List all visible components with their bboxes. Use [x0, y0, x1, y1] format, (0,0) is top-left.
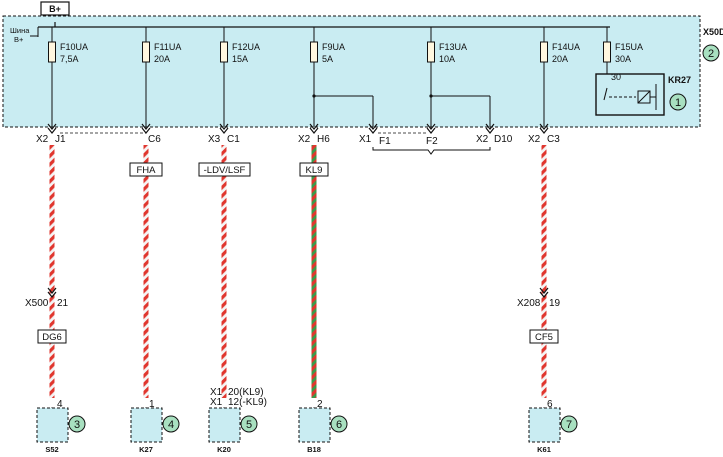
wire-c3 — [541, 145, 547, 398]
fuse-f11ua: F11UA 20A — [142, 27, 181, 127]
conn-c6-pin: C6 — [148, 134, 161, 145]
fuse-f10ua: F10UA 7,5A — [48, 27, 88, 127]
svg-text:7: 7 — [566, 419, 572, 431]
supply-label: B+ — [49, 4, 61, 14]
conn-h6-x: X2 — [298, 134, 311, 145]
conn-f1-pin: F1 — [379, 136, 391, 147]
svg-text:21: 21 — [57, 298, 69, 309]
k20-pin-1-conn: X1 — [210, 387, 223, 398]
k20-pin-2: 12(-KL9) — [228, 397, 267, 408]
component-k20: 5 K20 — [208, 407, 258, 454]
component-s52: 3 S52 — [36, 407, 86, 454]
fuse-f12ua-name: F12UA — [232, 42, 260, 52]
conn-f2-pin: F2 — [426, 136, 438, 147]
wire-h6 — [311, 145, 317, 398]
circuit-label-cf5: CF5 — [529, 329, 559, 344]
module-connector-arrows — [47, 123, 549, 134]
wire-c6 — [143, 145, 149, 398]
conn-c1-pin: C1 — [227, 134, 240, 145]
fuse-f15ua-rating: 30A — [615, 54, 631, 64]
svg-text:DG6: DG6 — [42, 332, 62, 343]
f9ua-junction — [312, 94, 316, 98]
wire-j1 — [49, 145, 55, 398]
fuse-f12ua-rating: 15A — [232, 54, 248, 64]
conn-c3-pin: C3 — [547, 134, 560, 145]
fuse-f13ua-name: F13UA — [439, 42, 467, 52]
fuse-f10ua-name: F10UA — [60, 42, 88, 52]
svg-text:K27: K27 — [139, 445, 153, 454]
relay-pin-30: 30 — [611, 72, 621, 82]
f13ua-junction — [429, 94, 433, 98]
conn-c1-x: X3 — [208, 134, 221, 145]
component-b18: 6 B18 — [298, 407, 348, 454]
svg-text:S52: S52 — [45, 445, 58, 454]
conn-d10-x: X2 — [476, 134, 489, 145]
fuse-module-box — [2, 15, 701, 128]
svg-text:19: 19 — [549, 298, 561, 309]
fuse-f15ua-name: F15UA — [615, 42, 643, 52]
s52-pin: 4 — [57, 399, 63, 410]
svg-text:KL9: KL9 — [306, 165, 323, 176]
component-k61: 7 K61 — [528, 407, 578, 454]
wire-c1 — [221, 145, 227, 398]
svg-text:-LDV/LSF: -LDV/LSF — [204, 165, 246, 176]
svg-text:K20: K20 — [217, 445, 231, 454]
fuse-f9ua-name: F9UA — [322, 42, 345, 52]
svg-text:6: 6 — [336, 419, 342, 431]
k20-pin-2-conn: X1 — [210, 397, 223, 408]
svg-text:B18: B18 — [307, 445, 321, 454]
k20-pin-1: 20(KL9) — [228, 387, 264, 398]
relay-name: KR27 — [668, 75, 691, 85]
relay-number: 1 — [675, 97, 681, 109]
fuse-f12ua: F12UA 15A — [220, 27, 260, 127]
conn-c3-x: X2 — [528, 134, 541, 145]
svg-text:K61: K61 — [537, 445, 551, 454]
circuit-label-dg6: DG6 — [37, 329, 67, 344]
svg-text:4: 4 — [168, 419, 174, 431]
module-label: X50D — [703, 27, 723, 37]
svg-text:FHA: FHA — [137, 165, 157, 176]
inline-connector-x208: X208 19 — [517, 287, 561, 309]
k61-pin: 6 — [547, 399, 553, 410]
svg-text:X208: X208 — [517, 298, 541, 309]
k27-pin: 1 — [149, 399, 155, 410]
component-chevrons — [47, 407, 549, 413]
component-k27: 4 K27 — [130, 407, 180, 454]
fuse-f10ua-rating: 7,5A — [60, 54, 79, 64]
b18-pin: 2 — [317, 399, 323, 410]
conn-j1-x: X2 — [36, 134, 49, 145]
svg-text:3: 3 — [74, 419, 80, 431]
fuse-f14ua-name: F14UA — [552, 42, 580, 52]
connector-brace — [372, 147, 491, 155]
circuit-label-kl9: KL9 — [299, 162, 329, 177]
module-number-circle — [702, 44, 720, 62]
fuse-f9ua-rating: 5A — [322, 54, 333, 64]
busbar-label-line1: Шина — [10, 26, 30, 35]
fuse-f11ua-rating: 20A — [154, 54, 170, 64]
svg-text:X500: X500 — [25, 298, 49, 309]
inline-connector-x500: X500 21 — [25, 287, 69, 309]
svg-text:CF5: CF5 — [535, 332, 553, 343]
module-number: 2 — [708, 48, 714, 60]
fuse-f14ua-rating: 20A — [552, 54, 568, 64]
busbar-label-line2: B+ — [14, 35, 24, 44]
fuse-f14ua: F14UA 20A — [540, 27, 580, 127]
conn-f1-x: X1 — [359, 134, 372, 145]
svg-text:5: 5 — [246, 419, 252, 431]
relay-number-circle — [669, 93, 687, 111]
circuit-label-ldv-lsf: -LDV/LSF — [198, 162, 251, 177]
circuit-label-fha: FHA — [129, 162, 163, 177]
relay-kr27: 30 KR27 1 — [595, 72, 691, 116]
conn-h6-pin: H6 — [317, 134, 330, 145]
fuse-f13ua-rating: 10A — [439, 54, 455, 64]
fuse-f11ua-name: F11UA — [154, 42, 181, 52]
conn-d10-pin: D10 — [494, 134, 513, 145]
conn-j1-pin: J1 — [55, 134, 66, 145]
